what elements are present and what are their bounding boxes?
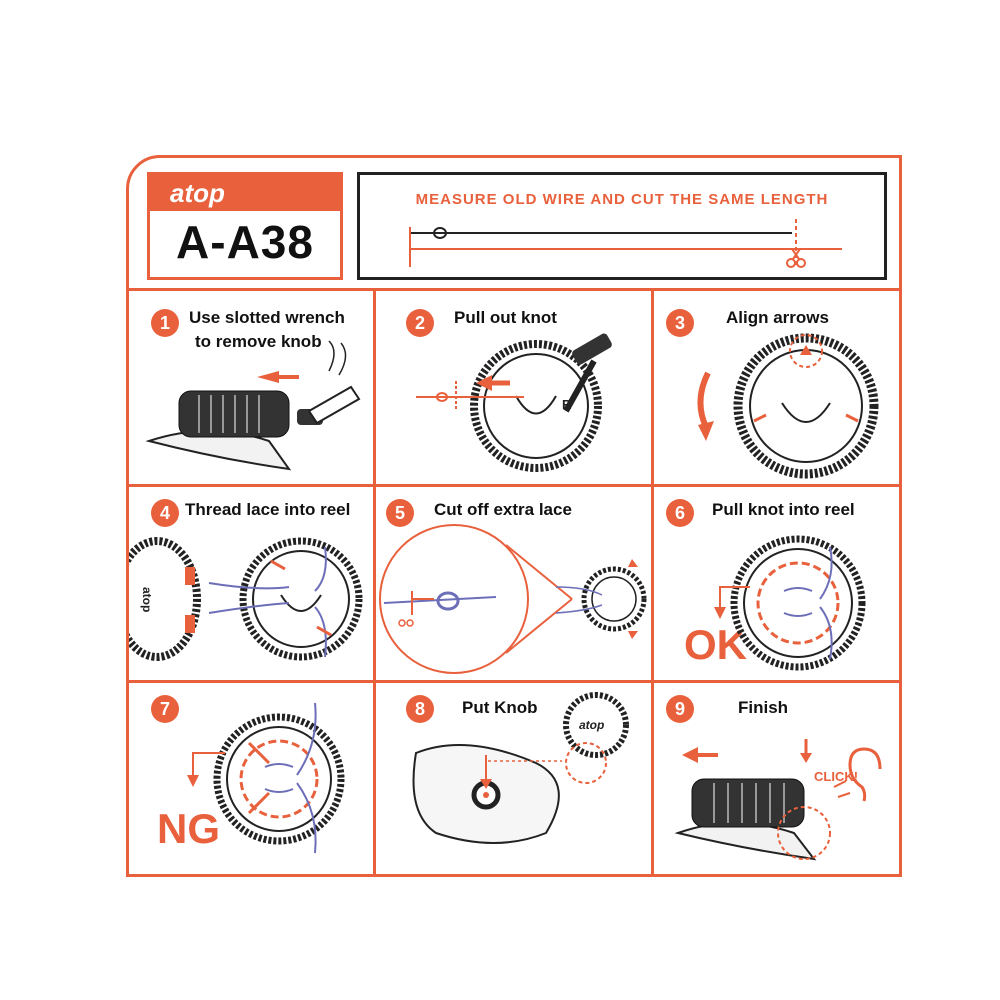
step-number: 9 bbox=[666, 695, 694, 723]
step-text: Align arrows bbox=[726, 308, 829, 327]
step-text: Thread lace into reel bbox=[185, 500, 351, 519]
step-4: 4 Thread lace into reel atop bbox=[129, 487, 373, 680]
click-label: CLICK! bbox=[814, 769, 859, 784]
cut-lace-illustration bbox=[379, 524, 647, 674]
step-6: 6 Pull knot into reel OK bbox=[654, 487, 902, 680]
rotate-arrow-icon bbox=[697, 371, 711, 429]
step-number: 2 bbox=[406, 309, 434, 337]
step-7: 7 NG bbox=[129, 683, 373, 877]
put-knob-illustration: atop bbox=[412, 692, 629, 844]
measure-box: MEASURE OLD WIRE AND CUT THE SAME LENGTH bbox=[357, 172, 887, 280]
step-text: to remove knob bbox=[195, 332, 322, 351]
grid-line bbox=[373, 288, 376, 874]
step-number: 6 bbox=[666, 499, 694, 527]
step-text: Use slotted wrench bbox=[189, 308, 345, 327]
arrow-icon bbox=[800, 345, 812, 355]
knob-logo: atop bbox=[140, 587, 154, 612]
scissors-icon bbox=[786, 248, 806, 268]
brand-box: atop A-A38 bbox=[147, 172, 343, 280]
wire-diagram bbox=[409, 219, 842, 268]
step-9: 9 Finish CLICK! bbox=[654, 683, 902, 877]
grid-line bbox=[129, 680, 899, 683]
lace-lines bbox=[208, 546, 327, 658]
align-arrows-illustration bbox=[697, 333, 879, 479]
step-text: Pull out knot bbox=[454, 308, 557, 327]
pull-knot-reel-illustration bbox=[714, 535, 866, 671]
thread-lace-illustration: atop bbox=[129, 537, 363, 661]
step-number: 4 bbox=[151, 499, 179, 527]
remove-knob-illustration bbox=[145, 340, 361, 471]
model-number: A-A38 bbox=[176, 216, 314, 268]
arrow-icon bbox=[714, 607, 726, 619]
step-1: 1 Use slotted wrench to remove knob bbox=[129, 291, 373, 484]
brand-logo: atop bbox=[150, 175, 340, 211]
wrong-knot-illustration bbox=[187, 702, 345, 854]
step-number: 8 bbox=[406, 695, 434, 723]
arrow-icon bbox=[187, 775, 199, 787]
knob-logo: atop bbox=[579, 718, 604, 732]
pull-knot-illustration: R bbox=[416, 333, 612, 472]
instruction-sheet: atop A-A38 MEASURE OLD WIRE AND CUT THE … bbox=[126, 155, 902, 877]
step-text: Pull knot into reel bbox=[712, 500, 855, 519]
knot-icon bbox=[433, 227, 447, 239]
grid-line bbox=[129, 288, 899, 291]
step-number: 7 bbox=[151, 695, 179, 723]
measure-instruction: MEASURE OLD WIRE AND CUT THE SAME LENGTH bbox=[415, 191, 829, 208]
step-text: Put Knob bbox=[462, 698, 538, 717]
step-text: Cut off extra lace bbox=[434, 500, 572, 519]
step-text: Finish bbox=[738, 698, 789, 717]
knot-icon bbox=[436, 591, 460, 611]
step-3: 3 Align arrows bbox=[654, 291, 902, 484]
step-number: 1 bbox=[151, 309, 179, 337]
ng-label: NG bbox=[157, 805, 220, 852]
grid-line bbox=[651, 288, 654, 874]
step-2: 2 Pull out knot R bbox=[376, 291, 651, 484]
step-8: 8 Put Knob atop bbox=[376, 683, 651, 877]
ear-icon bbox=[848, 747, 882, 802]
finish-illustration bbox=[674, 739, 882, 861]
step-number: 5 bbox=[386, 499, 414, 527]
knot-icon bbox=[436, 392, 448, 402]
arrow-icon bbox=[682, 747, 698, 763]
step-number: 3 bbox=[666, 309, 694, 337]
grid-line bbox=[129, 484, 899, 487]
scissors-icon bbox=[398, 619, 414, 627]
wrench-icon bbox=[297, 340, 361, 425]
step-5: 5 Cut off extra lace 3mm bbox=[376, 487, 651, 680]
arrow-icon bbox=[476, 375, 492, 391]
arrow-icon bbox=[257, 371, 279, 383]
